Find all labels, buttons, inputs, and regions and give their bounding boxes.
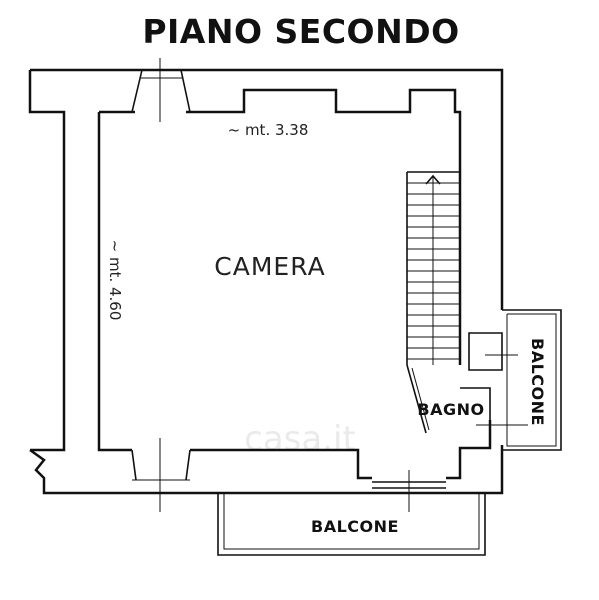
watermark-text: casa.it — [244, 419, 356, 459]
room-label-camera: CAMERA — [214, 252, 325, 281]
dimension-height: ~ mt. 4.60 — [106, 240, 124, 321]
inner-walls — [97, 88, 492, 480]
staircase — [406, 171, 460, 434]
outer-walls — [28, 68, 504, 495]
room-label-balcone-south: BALCONE — [311, 517, 399, 536]
plan-title: PIANO SECONDO — [142, 12, 459, 51]
south-window — [131, 438, 191, 512]
room-label-balcone-east: BALCONE — [528, 338, 547, 426]
balcony-east — [502, 309, 562, 451]
room-label-bagno: BAGNO — [417, 400, 484, 419]
north-window — [131, 58, 191, 122]
dimension-width: ~ mt. 3.38 — [228, 121, 309, 139]
bagno-walls — [460, 332, 528, 426]
south-door — [372, 470, 446, 512]
balcony-south — [217, 493, 486, 556]
